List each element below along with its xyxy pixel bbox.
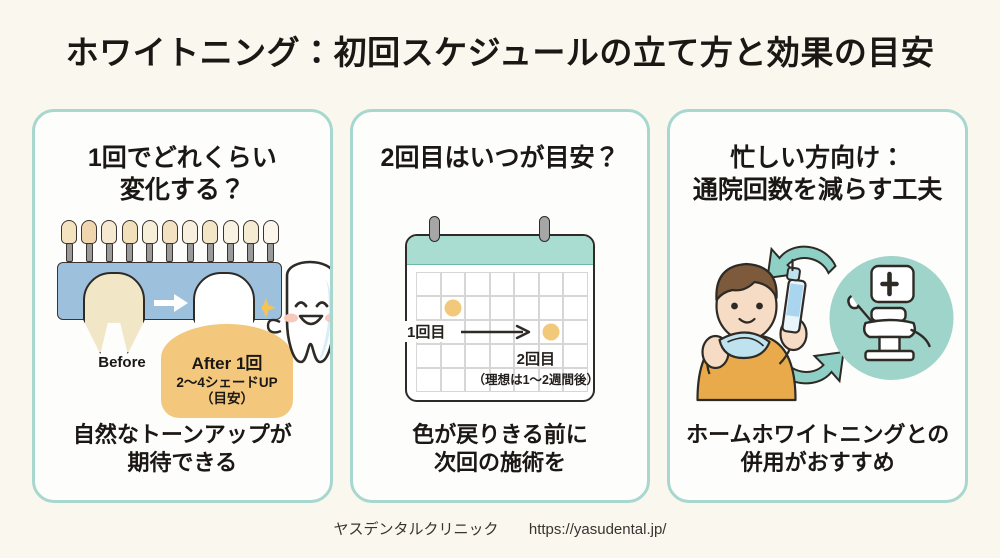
shade-tab [242, 220, 259, 264]
calendar-cell [465, 344, 490, 368]
second-visit-label: 2回目 [516, 351, 555, 368]
card-2-caption-line1: 色が戻りきる前に [412, 421, 588, 447]
card-3-caption: ホームホワイトニングとの 併用がおすすめ [670, 421, 965, 478]
calendar-cell [538, 344, 564, 368]
calendar-cell [489, 296, 515, 320]
shade-tab [222, 220, 239, 264]
calendar-cell [538, 272, 564, 296]
calendar-ring-left [429, 216, 440, 242]
shade-tab [262, 220, 279, 264]
calendar-cell [514, 296, 539, 320]
calendar-grid [416, 272, 588, 392]
card-3-heading-line1: 忙しい方向け： [730, 144, 906, 172]
calendar-cell [563, 368, 588, 392]
card-3-caption-line2: 併用がおすすめ [740, 450, 895, 476]
calendar-cell [563, 296, 588, 320]
calendar-cell [440, 272, 466, 296]
calendar-cell [440, 344, 466, 368]
card-3-heading-line2: 通院回数を減らす工夫 [692, 176, 943, 204]
second-visit-dot [542, 323, 560, 341]
calendar-illustration: 1回目 2回目 （理想は1〜2週間後） [353, 216, 648, 424]
calendar-cell [465, 368, 490, 392]
second-visit-label-group: 2回目 （理想は1〜2週間後） [473, 348, 599, 388]
shade-tab [202, 220, 219, 264]
second-visit-note: （理想は1〜2週間後） [472, 373, 599, 387]
shade-tab [61, 220, 77, 264]
after-badge-sub1: 2〜4シェードUP [176, 374, 278, 390]
shade-guide: Before After 1回 2〜4シェードUP （目安） [57, 220, 330, 418]
calendar-cell [514, 368, 539, 392]
shade-tab [81, 220, 98, 264]
footer-url[interactable]: https://yasudental.jp/ [528, 521, 667, 538]
calendar-cell [538, 296, 564, 320]
after-badge-title: After 1回 [191, 354, 263, 373]
calendar-header [407, 236, 593, 265]
footer-clinic-name: ヤスデンタルクリニック [333, 521, 499, 538]
dental-chair-icon [846, 264, 931, 362]
person-with-home-kit-icon [696, 258, 808, 402]
calendar-cell [489, 368, 515, 392]
shade-tab [121, 220, 138, 264]
tooth-before-icon [83, 272, 145, 354]
calendar-cell-first-visit [440, 296, 466, 320]
after-badge: After 1回 2〜4シェードUP （目安） [161, 324, 293, 418]
calendar-cell-second-visit [538, 320, 564, 344]
calendar-cell [538, 368, 564, 392]
calendar-cell [465, 272, 490, 296]
card-2-heading: 2回目はいつが目安？ [353, 142, 648, 174]
transform-arrow-icon [154, 294, 188, 312]
cycle-scene [696, 245, 954, 402]
shade-tab [141, 220, 158, 264]
card-2-caption: 色が戻りきる前に 次回の施術を [353, 421, 648, 478]
card-3-caption-line1: ホームホワイトニングとの [686, 421, 950, 447]
calendar-cell [416, 272, 441, 296]
shade-tab-strip [61, 220, 279, 264]
card-shade-change: 1回でどれくらい 変化する？ [32, 109, 333, 503]
calendar-cell [489, 272, 515, 296]
card-1-heading-line2: 変化する？ [119, 176, 245, 204]
calendar-cell [514, 344, 539, 368]
calendar-cell [563, 344, 588, 368]
calendar-cell [514, 272, 539, 296]
calendar-cell [489, 344, 515, 368]
shade-tab [182, 220, 199, 264]
card-2-caption-line2: 次回の施術を [434, 450, 567, 476]
calendar-cell [440, 368, 466, 392]
calendar-icon [405, 234, 595, 402]
smiling-tooth-mascot-icon [262, 260, 330, 364]
card-1-heading-line1: 1回でどれくらい [87, 144, 277, 172]
cards-row: 1回でどれくらい 変化する？ [32, 109, 969, 503]
first-visit-dot [444, 299, 462, 317]
card-home-whitening-combo: 忙しい方向け： 通院回数を減らす工夫 [667, 109, 969, 503]
card-1-heading: 1回でどれくらい 変化する？ [35, 142, 330, 206]
after-badge-sub2: （目安） [200, 391, 254, 407]
calendar-cell [563, 320, 588, 344]
before-label: Before [98, 354, 146, 371]
card-1-caption-line1: 自然なトーンアップが [72, 421, 292, 447]
calendar-cell [563, 272, 588, 296]
cycle-arrow-up-icon [766, 245, 837, 280]
page-title: ホワイトニング：初回スケジュールの立て方と効果の目安 [65, 34, 935, 71]
home-office-cycle-illustration [670, 224, 965, 414]
calendar-cell [465, 296, 490, 320]
card-second-visit-timing: 2回目はいつが目安？ [349, 109, 651, 503]
card-2-heading-line1: 2回目はいつが目安？ [380, 144, 620, 172]
calendar-ring-right [539, 216, 550, 242]
interval-arrow-icon [461, 324, 531, 340]
card-1-caption-line2: 期待できる [127, 450, 238, 476]
first-visit-label: 1回目 [405, 321, 448, 342]
footer: ヤスデンタルクリニック https://yasudental.jp/ [0, 518, 1000, 539]
calendar-cell [416, 368, 441, 392]
shade-guide-illustration: Before After 1回 2〜4シェードUP （目安） [35, 220, 330, 418]
card-3-heading: 忙しい方向け： 通院回数を減らす工夫 [670, 142, 965, 206]
calendar-cell [416, 344, 441, 368]
calendar-cell [416, 296, 441, 320]
shade-tab [161, 220, 178, 264]
shade-tab [101, 220, 118, 264]
card-1-caption: 自然なトーンアップが 期待できる [35, 421, 330, 478]
